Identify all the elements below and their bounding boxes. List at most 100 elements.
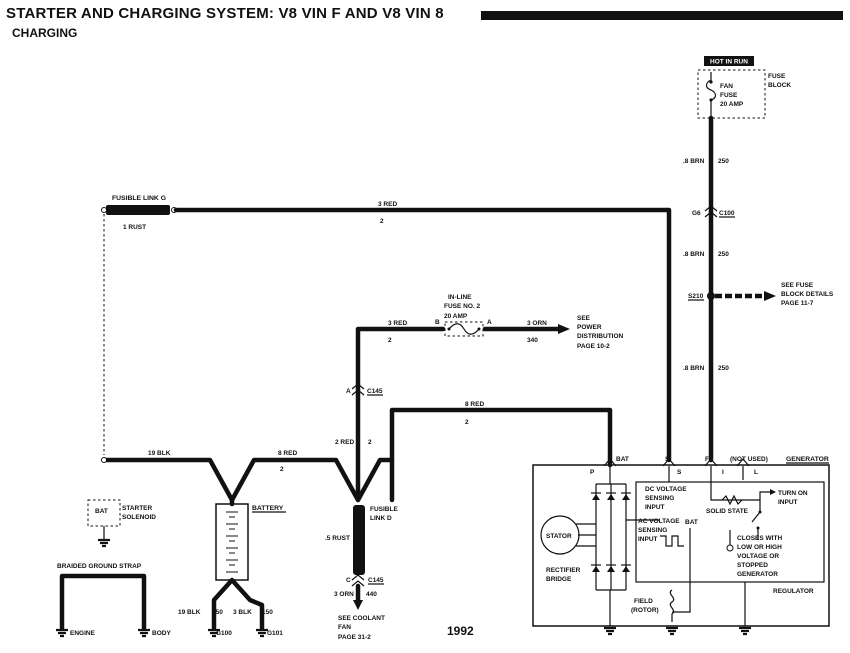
fuse-block-label-2: BLOCK <box>768 82 791 89</box>
ac-label-2: SENSING <box>638 527 667 534</box>
closes-label-5: GENERATOR <box>737 571 778 578</box>
arrow-coolant-icon <box>353 600 363 610</box>
title-rule <box>481 11 843 20</box>
fan-fuse-label-1: FAN <box>720 83 733 90</box>
ground-g100: G100 <box>208 628 232 638</box>
wire-label-fan-mid: .8 BRN <box>683 251 705 258</box>
circuit-label-batt-pos: 2 <box>280 466 284 473</box>
page-title: STARTER AND CHARGING SYSTEM: V8 VIN F AN… <box>6 5 444 22</box>
splice-s210: S210 SEE FUSE BLOCK DETAILS PAGE 11-7 <box>688 282 834 307</box>
not-used-label: (NOT USED) <box>730 456 768 463</box>
fusible-link-g: FUSIBLE LINK G 1 RUST <box>101 195 177 231</box>
starter-solenoid: BAT STARTER SOLENOID <box>87 499 156 548</box>
engine-label: ENGINE <box>70 630 96 637</box>
inline-fuse-icon <box>448 323 480 335</box>
regulator-label: REGULATOR <box>773 588 814 595</box>
wire-label-bat: 8 RED <box>465 401 484 408</box>
g100-label: G100 <box>216 630 232 637</box>
circuit-label-vert: 2 <box>368 439 372 446</box>
ground-icon <box>98 538 110 548</box>
resistor-icon <box>721 494 743 506</box>
ground-icon <box>666 626 678 636</box>
stator-label: STATOR <box>546 533 572 540</box>
generator-label: GENERATOR <box>786 456 829 463</box>
fuse-ref-3: PAGE 11-7 <box>781 300 814 307</box>
fan-fuse-icon <box>705 72 717 116</box>
c145-bottom-label: C145 <box>368 577 384 584</box>
circuit-label-fan-out: 440 <box>366 591 377 598</box>
braided-strap-label: BRAIDED GROUND STRAP <box>57 563 142 570</box>
connector-c100: G6 C100 <box>692 205 735 218</box>
field-label-1: FIELD <box>634 598 653 605</box>
inline-fuse-rating: 20 AMP <box>444 313 468 320</box>
starter-bat-label: BAT <box>95 508 108 515</box>
year-label: 1992 <box>447 624 474 638</box>
rectifier-bridge <box>591 483 631 591</box>
battery: BATTERY <box>215 503 286 581</box>
wire-inline-fuse-in <box>355 326 446 503</box>
connector-c145-top: A C145 <box>346 383 383 396</box>
wire-label-fan-out: 3 ORN <box>334 591 354 598</box>
wire-label-batt-pos: 8 RED <box>278 450 297 457</box>
s210-label: S210 <box>688 293 704 300</box>
dc-label-2: SENSING <box>645 495 674 502</box>
c145-top-pin: A <box>346 388 351 395</box>
term-s-label: S <box>665 456 670 463</box>
circuit-label-ground1: 150 <box>212 609 223 616</box>
starter-label-1: STARTER <box>122 505 153 512</box>
fusible-link-g-label: FUSIBLE LINK G <box>112 195 166 202</box>
closes-label-3: VOLTAGE OR <box>737 553 779 560</box>
wire-label-rust: .5 RUST <box>325 535 350 542</box>
wire-label-inline-out: 3 ORN <box>527 320 547 327</box>
hot-in-run-label: HOT IN RUN <box>710 59 748 66</box>
c145-top-label: C145 <box>367 388 383 395</box>
c100-pin: G6 <box>692 210 701 217</box>
power-ref-2: POWER <box>577 324 602 331</box>
g101-label: G101 <box>267 630 283 637</box>
ground-icon <box>208 628 220 638</box>
inline-fuse-label-2: FUSE NO. 2 <box>444 303 481 310</box>
pulse-icon <box>660 535 684 547</box>
ground-icon <box>256 628 268 638</box>
inline-fuse-label-1: IN-LINE <box>448 294 472 301</box>
switch-icon <box>751 500 761 540</box>
fuse-ref-2: BLOCK DETAILS <box>781 291 834 298</box>
wire-label-ground2: 3 BLK <box>233 609 252 616</box>
fuse-block-label-1: FUSE <box>768 73 786 80</box>
circuit-label-fan-top: 250 <box>718 158 729 165</box>
fusible-link-d: FUSIBLE LINK D .5 RUST <box>325 505 398 575</box>
fuse-block: HOT IN RUN FUSE BLOCK FAN FUSE 20 AMP <box>697 56 791 119</box>
terminal-bat <box>603 458 617 467</box>
wire-battery-grounds <box>211 577 265 631</box>
wire-bat-to-generator <box>389 407 613 503</box>
ground-icon <box>604 626 616 636</box>
ground-icon <box>56 628 68 638</box>
body-label: BODY <box>152 630 171 637</box>
term-f-label: F <box>705 456 709 463</box>
wire-label-fusible-g: 3 RED <box>378 201 397 208</box>
pin-i: I <box>722 469 724 476</box>
turn-on-label-1: TURN ON <box>778 490 808 497</box>
wire-label-vert: 2 RED <box>335 439 354 446</box>
terminal-s <box>662 458 676 467</box>
power-ref-1: SEE <box>577 315 591 322</box>
ground-icon <box>739 626 751 636</box>
circuit-label-fusible-g: 2 <box>380 218 384 225</box>
c145-bottom-pin: C <box>346 577 351 584</box>
circuit-label-inline-out: 340 <box>527 337 538 344</box>
page-subtitle: CHARGING <box>12 26 78 40</box>
circuit-label-bat: 2 <box>465 419 469 426</box>
regulator-box <box>635 481 825 583</box>
connector-c145-bottom: C C145 <box>346 574 384 587</box>
wire-battery-harness <box>101 457 395 503</box>
circuit-label-inline-in: 2 <box>388 337 392 344</box>
terminal-f <box>704 458 718 467</box>
term-bat-label: BAT <box>616 456 629 463</box>
generator: GENERATOR BAT S F (NOT USED) P S I L REG… <box>532 456 830 627</box>
closes-label-4: STOPPED <box>737 562 768 569</box>
dc-label-3: INPUT <box>645 504 665 511</box>
wire-fusible-g-to-s <box>173 207 672 463</box>
ac-label-1: AC VOLTAGE <box>638 518 680 525</box>
arrow-turn-on-icon <box>770 489 776 495</box>
